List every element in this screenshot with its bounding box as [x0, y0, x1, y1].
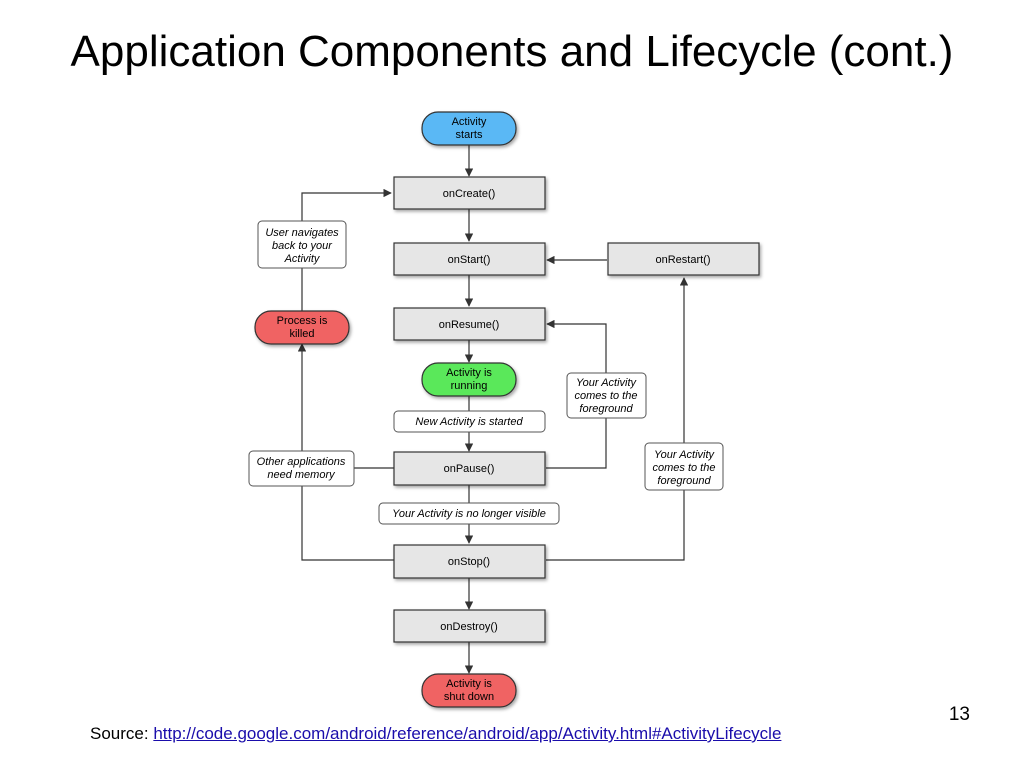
foreground-restart-line-3: foreground — [657, 475, 711, 487]
note-no-longer-visible: Your Activity is no longer visible — [378, 502, 560, 525]
foreground-restart-line-2: comes to the — [653, 462, 716, 474]
foreground-resume-line-2: comes to the — [575, 390, 638, 402]
process-killed-line-1: Process is — [277, 315, 328, 327]
other-apps-need-memory-line-2: need memory — [267, 469, 336, 481]
note-other-apps-need-memory: Other applications need memory — [248, 450, 355, 487]
method-onrestart: onRestart() — [607, 242, 760, 276]
no-longer-visible-text: Your Activity is no longer visible — [392, 508, 546, 520]
method-onstart: onStart() — [393, 242, 546, 276]
foreground-restart-line-1: Your Activity — [654, 449, 716, 461]
activity-running-line-2: running — [451, 380, 488, 392]
other-apps-need-memory-line-1: Other applications — [257, 456, 346, 468]
activity-starts-line-2: starts — [456, 129, 483, 141]
onrestart-label: onRestart() — [655, 254, 710, 266]
activity-starts-line-1: Activity — [452, 116, 487, 128]
user-navigates-back-line-3: Activity — [284, 253, 321, 265]
oncreate-label: onCreate() — [443, 188, 496, 200]
terminal-activity-running: Activity is running — [421, 362, 517, 397]
page-number: 13 — [948, 704, 970, 725]
terminal-activity-starts: Activity starts — [421, 111, 517, 146]
note-new-activity-started: New Activity is started — [393, 410, 546, 433]
method-onresume: onResume() — [393, 307, 546, 341]
ondestroy-label: onDestroy() — [440, 621, 497, 633]
method-ondestroy: onDestroy() — [393, 609, 546, 643]
slide-title: Application Components and Lifecycle (co… — [70, 27, 954, 76]
connector-onstop-to-onrestart — [546, 277, 689, 561]
method-onstop: onStop() — [393, 544, 546, 579]
method-onpause: onPause() — [393, 451, 546, 486]
activity-running-line-1: Activity is — [446, 367, 492, 379]
note-user-navigates-back: User navigates back to your Activity — [257, 220, 347, 269]
foreground-resume-line-1: Your Activity — [576, 377, 638, 389]
activity-shut-down-line-1: Activity is — [446, 678, 492, 690]
source-line: Source: http://code.google.com/android/r… — [90, 724, 781, 744]
new-activity-started-text: New Activity is started — [415, 416, 523, 428]
onresume-label: onResume() — [439, 319, 500, 331]
terminal-activity-shut-down: Activity is shut down — [421, 673, 517, 708]
onstart-label: onStart() — [448, 254, 491, 266]
note-foreground-resume: Your Activity comes to the foreground — [566, 372, 647, 419]
activity-shut-down-line-2: shut down — [444, 691, 494, 703]
onstop-label: onStop() — [448, 556, 490, 568]
terminal-process-killed: Process is killed — [254, 310, 350, 345]
connector-onstop-to-killed — [297, 343, 394, 561]
note-foreground-restart: Your Activity comes to the foreground — [644, 442, 724, 491]
user-navigates-back-line-1: User navigates — [265, 227, 339, 239]
onpause-label: onPause() — [444, 463, 495, 475]
connector-killed-to-oncreate — [301, 188, 392, 311]
source-label: Source: — [90, 724, 149, 743]
foreground-resume-line-3: foreground — [579, 403, 633, 415]
method-oncreate: onCreate() — [393, 176, 546, 210]
source-link[interactable]: http://code.google.com/android/reference… — [153, 724, 782, 743]
process-killed-line-2: killed — [289, 328, 314, 340]
user-navigates-back-line-2: back to your — [272, 240, 333, 252]
